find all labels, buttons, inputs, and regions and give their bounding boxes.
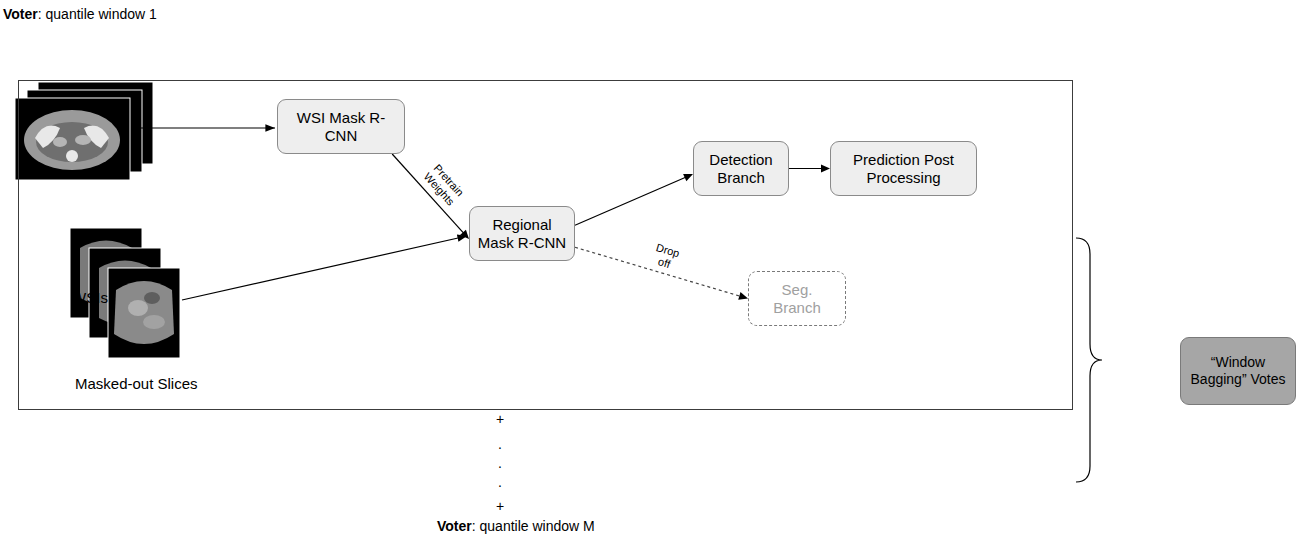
arrowhead — [738, 292, 748, 300]
edge-label: Drop off — [646, 240, 686, 274]
ellipsis-dot: . — [498, 455, 502, 472]
box-text-group: Detection Branch — [701, 151, 781, 187]
process-box: WSI Mask R-CNN — [277, 99, 405, 154]
arrowhead — [460, 230, 469, 239]
voter-heading: : quantile window M — [472, 518, 595, 535]
box-text-group: Regional Mask R-CNN — [476, 216, 568, 252]
edge-label: Pretrain Weights — [414, 153, 474, 216]
box-text-group: Prediction Post Processing — [841, 151, 966, 187]
box-text-group: Seg. Branch — [762, 281, 832, 317]
ellipsis-dot: . — [498, 474, 502, 491]
connector-line — [575, 177, 686, 225]
disabled-box: Seg. Branch — [748, 271, 846, 326]
plus-sign: + — [496, 411, 504, 428]
process-box: Regional Mask R-CNN — [469, 206, 575, 261]
arrowhead — [821, 165, 830, 173]
plus-sign: + — [496, 498, 504, 515]
input-arrow — [182, 236, 467, 300]
image-caption: Masked-out Slices — [75, 375, 198, 393]
box-text-group: WSI Mask R-CNN — [291, 109, 391, 145]
box-label: Regional Mask R-CNN — [476, 216, 568, 252]
process-box: Detection Branch — [693, 141, 789, 196]
box-label: Prediction Post Processing — [841, 151, 966, 187]
masked-slice-stack — [70, 228, 180, 358]
connector — [575, 174, 693, 225]
vote-box: “Window Bagging” Votes — [1180, 337, 1296, 405]
heading-text: Voter — [3, 6, 38, 22]
voter-heading: Voter — [437, 518, 472, 535]
heading: Voter: quantile window 1 — [3, 6, 157, 22]
box-label: WSI Mask R-CNN — [291, 109, 391, 145]
ct-slice-stack — [15, 82, 153, 180]
input-arrow — [131, 127, 275, 128]
brace — [1076, 238, 1102, 482]
image-caption: WSIs — [72, 289, 108, 307]
box-label: “Window Bagging” Votes — [1186, 354, 1290, 388]
ellipsis-dot: . — [498, 436, 502, 453]
connector — [789, 165, 830, 173]
box-label: Seg. Branch — [762, 281, 832, 317]
box-label: Detection Branch — [701, 151, 781, 187]
voter-frame: Voter: quantile window 1WSI Mask R-CNNRe… — [18, 80, 1073, 410]
heading-text: : quantile window 1 — [38, 6, 157, 22]
connector-line — [789, 168, 822, 169]
box-text-group: “Window Bagging” Votes — [1186, 354, 1290, 388]
arrowhead — [683, 174, 693, 181]
process-box: Prediction Post Processing — [830, 141, 977, 196]
